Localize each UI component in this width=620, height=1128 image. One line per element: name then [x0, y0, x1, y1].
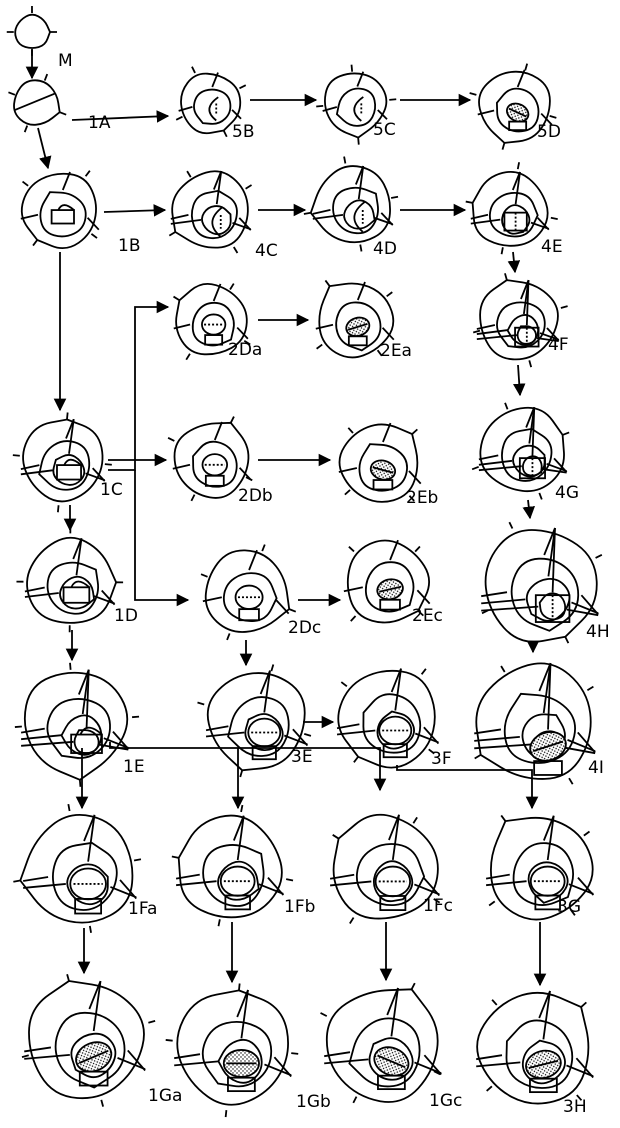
label-1E: 1E: [123, 757, 145, 777]
cell-1E: [15, 663, 139, 787]
label-1Fa: 1Fa: [128, 899, 157, 919]
label-4F: 4F: [548, 335, 569, 355]
label-3E: 3E: [291, 747, 313, 767]
cell-M: [8, 74, 66, 132]
label-4C: 4C: [255, 241, 278, 261]
label-2Eb: 2Eb: [406, 488, 438, 508]
cell-1C: [13, 413, 112, 513]
cell-3H: [476, 991, 593, 1104]
cell-1Ga: [22, 974, 155, 1106]
label-3G: 3G: [557, 897, 581, 917]
label-1Ga: 1Ga: [148, 1086, 182, 1106]
label-4D: 4D: [373, 239, 397, 259]
label-5D: 5D: [537, 122, 561, 142]
label-5C: 5C: [373, 120, 396, 140]
label-1Fc: 1Fc: [423, 896, 453, 916]
label-2Ea: 2Ea: [380, 341, 412, 361]
arrow-1B-to-4C: [104, 210, 165, 212]
label-1D: 1D: [114, 606, 138, 626]
label-4I: 4I: [588, 758, 604, 778]
cell-4D: [304, 157, 398, 252]
label-1Fb: 1Fb: [284, 897, 315, 917]
label-1Gb: 1Gb: [296, 1092, 331, 1112]
label-3H: 3H: [563, 1097, 587, 1117]
cell-4C: [169, 171, 251, 253]
cell-1Fb: [172, 805, 293, 926]
label-3F: 3F: [431, 749, 452, 769]
cell-1Gc: [321, 983, 442, 1103]
label-2Ec: 2Ec: [412, 606, 443, 626]
label-1B: 1B: [118, 236, 140, 256]
label-2Dc: 2Dc: [288, 618, 321, 638]
arrow-3F-to-3G: [397, 765, 532, 808]
cell-3F: [337, 669, 438, 768]
label-4H: 4H: [586, 622, 610, 642]
cell-1Gb: [166, 983, 299, 1117]
arrow-4E-to-4F: [513, 252, 515, 272]
arrow-1C-to-2Da: [108, 307, 168, 470]
label-4G: 4G: [555, 483, 579, 503]
arrow-4G-to-4H: [528, 500, 530, 518]
arrow-1A-to-5B: [72, 116, 168, 120]
arrow-1E-branch: [110, 742, 380, 790]
label-2Da: 2Da: [228, 340, 262, 360]
label-M: M: [58, 51, 73, 71]
label-2Db: 2Db: [238, 486, 273, 506]
cell-1D: [16, 526, 123, 632]
arrow-M-to-1B: [38, 128, 48, 168]
cell-2Dc: [201, 545, 296, 640]
arrow-to-2Dc: [135, 470, 188, 600]
label-4E: 4E: [541, 237, 563, 257]
label-1Gc: 1Gc: [429, 1091, 462, 1111]
arrow-4F-to-4G: [518, 365, 520, 395]
label-1C: 1C: [100, 480, 123, 500]
cell-4H: [481, 522, 602, 643]
cell-4I: [474, 663, 595, 784]
cell-1B: [21, 171, 99, 248]
label-5B: 5B: [232, 122, 254, 142]
label-1A: 1A: [88, 113, 111, 133]
cell-1Fa: [13, 804, 141, 933]
cell-protoderm: [7, 6, 57, 56]
